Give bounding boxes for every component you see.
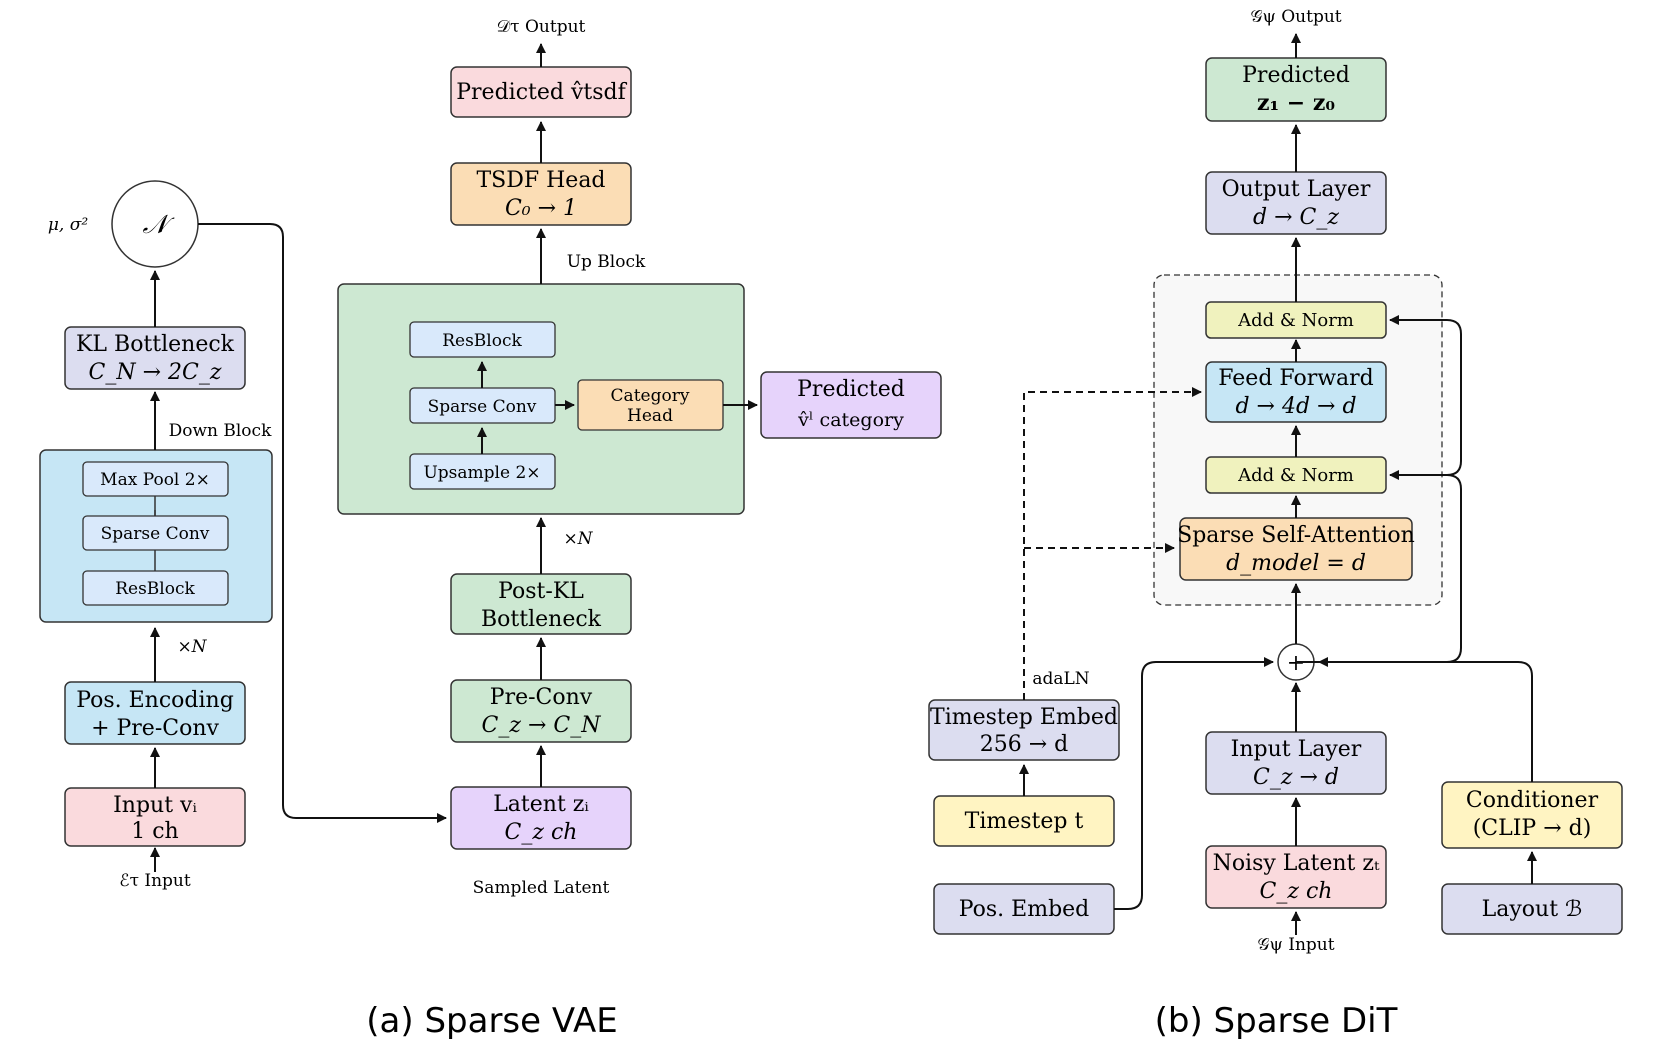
input-layer-line2: C_z → d	[1253, 765, 1339, 790]
mu-sigma-label: μ, σ²	[48, 215, 88, 235]
category-head-line1: Category	[611, 386, 690, 406]
predicted-category-box: Predicted v̂ˡ category	[760, 371, 942, 439]
adaln-label: adaLN	[1032, 669, 1089, 689]
timestep-embed-line2: 256 → d	[980, 732, 1069, 757]
latent-zi-box: Latent zᵢ C_z ch	[450, 786, 632, 850]
tsdf-head-line2: C₀ → 1	[505, 196, 577, 221]
predicted-velocity-line1: Predicted	[1242, 63, 1350, 88]
conditioner-line1: Conditioner	[1466, 788, 1599, 813]
kl-bottleneck-line1: KL Bottleneck	[76, 332, 235, 357]
decoder-output-label: 𝒟τ Output	[497, 17, 586, 37]
feed-forward-line1: Feed Forward	[1218, 366, 1374, 391]
input-vi-line1: Input vᵢ	[113, 793, 197, 818]
layout-box: Layout ℬ	[1441, 883, 1623, 935]
layout-label: Layout ℬ	[1482, 897, 1583, 922]
down-block-container: Max Pool 2× Sparse Conv ResBlock	[39, 449, 273, 623]
post-kl-line2: Bottleneck	[481, 607, 602, 632]
conditioner-box: Conditioner (CLIP → d)	[1441, 781, 1623, 849]
tsdf-head-line1: TSDF Head	[476, 168, 605, 193]
up-sparse-conv-label: Sparse Conv	[428, 397, 537, 417]
output-layer-box: Output Layer d → C_z	[1205, 171, 1387, 235]
normal-distribution-node: 𝒩	[111, 180, 199, 268]
dit-input-label: 𝒢ψ Input	[1257, 935, 1334, 955]
tsdf-head-box: TSDF Head C₀ → 1	[450, 162, 632, 226]
repeat-n-decoder: ×N	[563, 529, 593, 549]
pre-conv-line1: Pre-Conv	[490, 685, 593, 710]
predicted-tsdf-label: Predicted v̂tsdf	[456, 80, 627, 105]
timestep-embed-box: Timestep Embed 256 → d	[928, 699, 1120, 761]
pos-encoding-line2: + Pre-Conv	[91, 716, 219, 741]
max-pool-label: Max Pool 2×	[100, 470, 210, 490]
up-resblock-label: ResBlock	[442, 331, 522, 351]
feed-forward-box: Feed Forward d → 4d → d	[1205, 361, 1387, 423]
sum-symbol: +	[1287, 651, 1305, 676]
pos-encoding-line1: Pos. Encoding	[76, 688, 234, 713]
noisy-latent-line2: C_z ch	[1260, 879, 1333, 904]
sparse-dit-panel: 𝒢ψ Input Noisy Latent zₜ C_z ch Input La…	[928, 7, 1623, 1041]
pos-encoding-box: Pos. Encoding + Pre-Conv	[64, 681, 246, 745]
ssa-line2: d_model = d	[1226, 551, 1366, 576]
caption-sparse-dit: (b) Sparse DiT	[1155, 1001, 1398, 1041]
down-block-label: Down Block	[169, 421, 272, 441]
add-norm-2-box: Add & Norm	[1205, 301, 1387, 339]
input-vi-line2: 1 ch	[131, 819, 178, 844]
predicted-category-line1: Predicted	[797, 377, 905, 402]
predicted-tsdf-box: Predicted v̂tsdf	[450, 66, 632, 118]
latent-zi-line2: C_z ch	[505, 820, 578, 845]
pos-embed-label: Pos. Embed	[959, 897, 1090, 922]
output-layer-line2: d → C_z	[1253, 205, 1339, 230]
noisy-latent-line1: Noisy Latent zₜ	[1213, 851, 1380, 876]
predicted-velocity-line2: z₁ − z₀	[1257, 90, 1335, 116]
conditioner-line2: (CLIP → d)	[1473, 816, 1592, 841]
kl-bottleneck-line2: C_N → 2C_z	[89, 360, 222, 385]
up-block-container: Upsample 2× Sparse Conv ResBlock Categor…	[337, 283, 745, 515]
repeat-n-encoder: ×N	[177, 637, 207, 657]
output-layer-line1: Output Layer	[1222, 177, 1371, 202]
sampled-latent-label: Sampled Latent	[473, 878, 610, 898]
pre-conv-line2: C_z → C_N	[482, 713, 602, 738]
sparse-self-attention-box: Sparse Self-Attention d_model = d	[1177, 517, 1415, 581]
sparse-vae-panel: ℰτ Input Input vᵢ 1 ch Pos. Encoding + P…	[39, 17, 942, 1041]
kl-bottleneck-box: KL Bottleneck C_N → 2C_z	[64, 326, 246, 390]
post-kl-bottleneck-box: Post-KL Bottleneck	[450, 573, 632, 635]
up-block-label: Up Block	[567, 252, 646, 272]
noisy-latent-box: Noisy Latent zₜ C_z ch	[1205, 845, 1387, 909]
dit-output-label: 𝒢ψ Output	[1250, 7, 1341, 27]
timestep-box: Timestep t	[933, 795, 1115, 847]
down-sparse-conv-label: Sparse Conv	[101, 524, 210, 544]
input-layer-box: Input Layer C_z → d	[1205, 731, 1387, 795]
caption-sparse-vae: (a) Sparse VAE	[366, 1001, 617, 1041]
add-norm-1-label: Add & Norm	[1237, 465, 1354, 486]
add-norm-2-label: Add & Norm	[1237, 310, 1354, 331]
feed-forward-line2: d → 4d → d	[1235, 394, 1356, 419]
pre-conv-box: Pre-Conv C_z → C_N	[450, 679, 632, 743]
predicted-velocity-box: Predicted z₁ − z₀	[1205, 57, 1387, 122]
category-head-line2: Head	[627, 406, 673, 426]
add-norm-1-box: Add & Norm	[1205, 456, 1387, 494]
latent-zi-line1: Latent zᵢ	[493, 792, 589, 817]
upsample-label: Upsample 2×	[423, 463, 540, 483]
post-kl-line1: Post-KL	[498, 579, 584, 604]
pos-embed-box: Pos. Embed	[933, 883, 1115, 935]
timestep-label: Timestep t	[965, 809, 1084, 834]
input-vi-box: Input vᵢ 1 ch	[64, 787, 246, 847]
down-resblock-label: ResBlock	[115, 579, 195, 599]
predicted-category-line2: v̂ˡ category	[797, 409, 904, 431]
input-layer-line1: Input Layer	[1231, 737, 1362, 762]
timestep-embed-line1: Timestep Embed	[930, 705, 1118, 730]
ssa-line1: Sparse Self-Attention	[1177, 523, 1415, 548]
encoder-input-label: ℰτ Input	[119, 871, 191, 891]
